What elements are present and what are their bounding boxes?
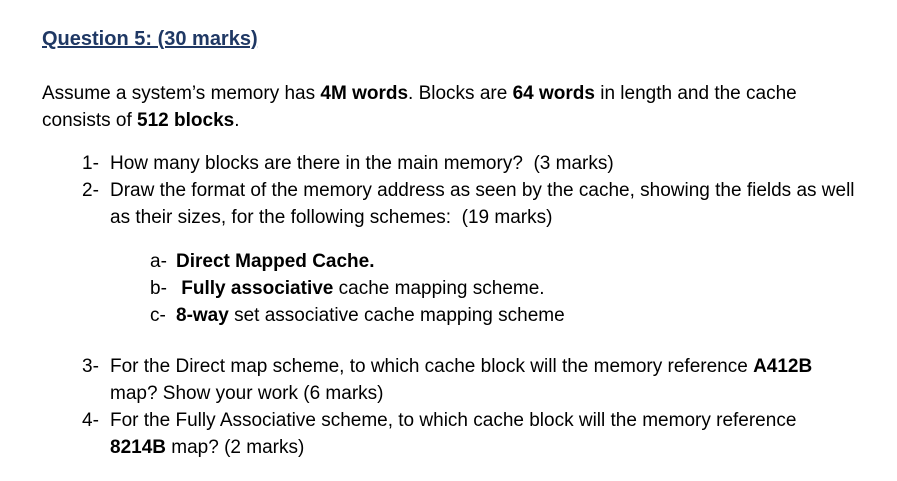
intro-segment: in length and the cache consists of [42,83,802,131]
text-segment: map? Show your work (6 marks) [110,356,818,404]
list-text-3: For the Direct map scheme, to which cach… [110,353,855,407]
text-segment-bold: Fully associative [176,278,334,299]
text-segment: For the Direct map scheme, to which cach… [110,356,754,377]
sublist-text-c: 8-way set associative cache mapping sche… [176,302,776,329]
sublist-item-a: a- Direct Mapped Cache. [150,248,855,275]
sublist-marker-b: b- [150,278,167,299]
list-text-2: Draw the format of the memory address as… [110,177,855,231]
sublist-item-b: b- Fully associative cache mapping schem… [150,275,855,302]
intro-segment: Assume a system’s memory has [42,83,321,104]
text-segment: For the Fully Associative scheme, to whi… [110,410,802,431]
intro-segment-bold: 4M words [320,83,409,104]
list-text-1: How many blocks are there in the main me… [110,150,855,177]
text-segment: How many blocks are there in the main me… [110,153,614,174]
intro-segment-bold: 64 words [512,83,595,104]
question-title: Question 5: (30 marks) [42,28,258,50]
list-item-4: 4- For the Fully Associative scheme, to … [82,407,855,461]
text-segment-bold: A412B [753,356,813,377]
numbered-list-bottom: 3- For the Direct map scheme, to which c… [82,353,855,461]
text-segment-bold: 8214B [110,437,166,458]
text-segment: cache mapping scheme. [333,278,545,299]
text-segment: set associative cache mapping scheme [228,305,565,326]
text-segment: map? (2 marks) [166,437,305,458]
intro-segment: . Blocks are [408,83,513,104]
list-item-2: 2- Draw the format of the memory address… [82,177,855,231]
sublist-item-c: c- 8-way set associative cache mapping s… [150,302,855,329]
lettered-sublist: a- Direct Mapped Cache. b- Fully associa… [150,248,855,329]
list-text-4: For the Fully Associative scheme, to whi… [110,407,855,461]
list-marker-2: 2- [82,180,99,201]
text-segment-bold: 8-way [176,305,229,326]
text-segment: Draw the format of the memory address as… [110,180,860,228]
sublist-text-a: Direct Mapped Cache. [176,248,776,275]
sublist-marker-a: a- [150,251,167,272]
numbered-list-top: 1- How many blocks are there in the main… [82,150,855,231]
list-item-1: 1- How many blocks are there in the main… [82,150,855,177]
intro-segment: . [234,110,240,131]
list-item-3: 3- For the Direct map scheme, to which c… [82,353,855,407]
intro-segment-bold: 512 blocks [137,110,235,131]
text-segment-bold: Direct Mapped Cache. [176,251,375,272]
sublist-text-b: Fully associative cache mapping scheme. [176,275,776,302]
sublist-marker-c: c- [150,305,166,326]
list-marker-4: 4- [82,410,99,431]
intro-paragraph: Assume a system’s memory has 4M words. B… [42,80,847,134]
list-marker-1: 1- [82,153,99,174]
list-marker-3: 3- [82,356,99,377]
